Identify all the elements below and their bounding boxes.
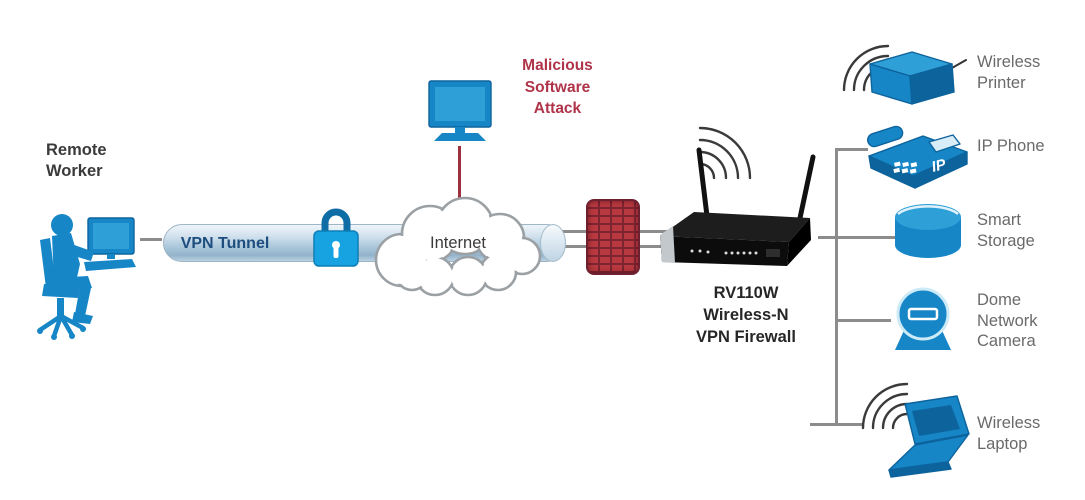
ip-phone-icon: IP <box>867 125 968 189</box>
device-label-ip-phone: IP Phone <box>977 137 1045 155</box>
connector-bus-camera <box>835 319 891 322</box>
device-label-wireless-printer: Wireless Printer <box>977 53 1041 92</box>
office-chair <box>40 238 56 288</box>
phone-keypad <box>893 161 918 174</box>
wireless-laptop-icon <box>861 382 970 478</box>
device-label-wireless-laptop: Wireless Laptop <box>977 414 1041 453</box>
device-label-smart-storage: Smart Storage <box>977 211 1035 250</box>
router-wifi-waves-icon <box>698 126 752 180</box>
firewall-icon <box>586 199 640 275</box>
phone-ip-badge: IP <box>930 156 949 176</box>
lan-bus-line <box>835 148 838 425</box>
camera-lens-slot <box>907 307 939 321</box>
router-antenna-right <box>797 154 816 221</box>
connector-router-bus <box>818 236 896 239</box>
router-label: RV110W Wireless-N VPN Firewall <box>696 284 796 346</box>
internet-label: Internet <box>430 234 486 252</box>
phone-handset <box>867 125 904 148</box>
smart-storage-icon <box>895 204 961 258</box>
connector-bus-phone <box>835 148 868 151</box>
attack-connector-line <box>458 146 461 200</box>
internet-cloud-icon <box>374 196 542 297</box>
phone-display <box>928 134 961 153</box>
router-leds <box>690 249 758 255</box>
padlock-icon <box>313 208 359 267</box>
remote-worker-label: Remote Worker <box>46 141 107 180</box>
device-label-dome-camera: Dome Network Camera <box>977 291 1038 351</box>
vpn-tunnel-label: VPN Tunnel <box>180 235 270 252</box>
lan-bus-end-cap <box>810 423 864 426</box>
malicious-attack-label: Malicious Software Attack <box>522 57 593 118</box>
laptop-wifi-waves-icon <box>861 382 909 430</box>
worker-head <box>51 214 73 236</box>
vpn-tunnel-pipe-end <box>540 224 566 262</box>
remote-worker-icon <box>37 214 136 340</box>
router-antenna-left <box>696 147 710 219</box>
worker-keyboard <box>84 259 136 271</box>
router-silver-cap <box>660 226 675 263</box>
connector-worker-tunnel <box>140 238 162 241</box>
wireless-printer-icon <box>842 44 967 105</box>
router-icon <box>660 126 816 266</box>
attacker-computer-icon <box>428 80 492 141</box>
dome-network-camera-icon <box>895 287 951 350</box>
